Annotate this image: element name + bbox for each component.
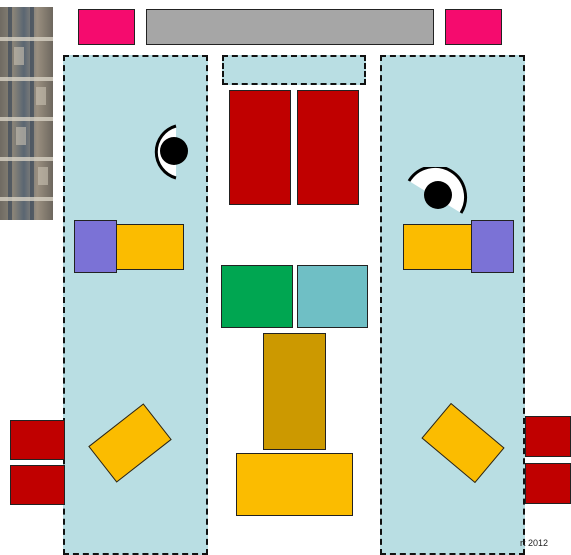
top-right-magenta-block <box>445 9 502 45</box>
center-red-block-right <box>297 90 359 205</box>
right-purple-block <box>471 220 514 273</box>
right-amber-block <box>403 224 472 270</box>
center-red-block-left <box>229 90 291 205</box>
left-eye-icon <box>146 123 196 183</box>
right-eye-icon <box>403 167 469 217</box>
center-bottom-amber-block <box>236 453 353 516</box>
top-gray-bar <box>146 9 434 45</box>
left-edge-red-block-top <box>10 420 65 460</box>
center-green-block <box>221 265 293 328</box>
top-left-magenta-block <box>78 9 135 45</box>
right-edge-red-block-bottom <box>525 463 571 504</box>
right-edge-red-block-top <box>525 416 571 457</box>
left-purple-block <box>74 220 117 273</box>
right-zone <box>380 55 525 555</box>
center-teal-block <box>297 265 368 328</box>
left-edge-red-block-bottom <box>10 465 65 505</box>
left-amber-block <box>116 224 184 270</box>
center-top-zone <box>222 55 366 85</box>
warehouse-photo <box>0 7 53 220</box>
center-ochre-block <box>263 333 326 450</box>
